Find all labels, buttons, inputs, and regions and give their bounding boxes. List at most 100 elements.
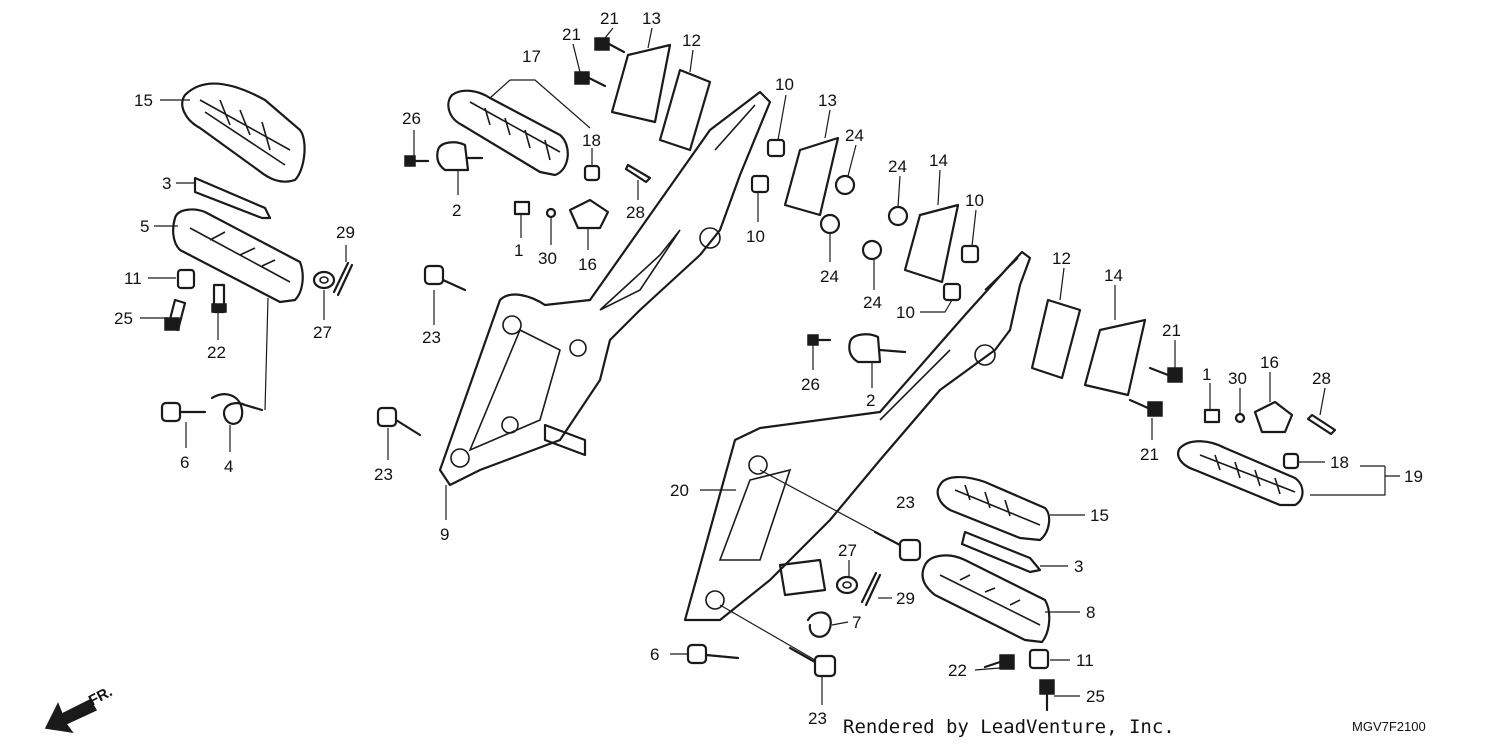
callout: 2 bbox=[452, 201, 461, 220]
collar-10-a bbox=[766, 138, 786, 158]
callout: 23 bbox=[374, 465, 393, 484]
collar-10-d bbox=[942, 282, 962, 302]
left-spring-4 bbox=[210, 297, 269, 425]
callout: 25 bbox=[114, 309, 133, 328]
right-collar-18 bbox=[1282, 452, 1300, 470]
right-footpeg-rubber-15 bbox=[936, 476, 1051, 542]
left-damper-12 bbox=[658, 68, 712, 152]
callout: 7 bbox=[852, 613, 861, 632]
callout: 10 bbox=[896, 303, 915, 322]
callout: 8 bbox=[1086, 603, 1095, 622]
callout: 2 bbox=[866, 391, 875, 410]
right-bolt-25 bbox=[1039, 679, 1055, 712]
callout: 3 bbox=[1074, 557, 1083, 576]
callout: 27 bbox=[313, 323, 332, 342]
callout: 14 bbox=[1104, 266, 1123, 285]
callout: 13 bbox=[642, 9, 661, 28]
callout: 18 bbox=[582, 131, 601, 150]
callout: 10 bbox=[775, 75, 794, 94]
callout: 10 bbox=[965, 191, 984, 210]
callout: 5 bbox=[140, 217, 149, 236]
callout: 26 bbox=[402, 109, 421, 128]
callout: 4 bbox=[224, 457, 233, 476]
callout: 1 bbox=[1202, 365, 1211, 384]
right-footpeg-8 bbox=[921, 554, 1051, 644]
right-footpeg-plate-3 bbox=[960, 530, 1042, 574]
left-bolt-25 bbox=[164, 298, 187, 332]
left-washer-27 bbox=[312, 270, 336, 290]
nut-24-d bbox=[861, 239, 883, 261]
right-spring-7 bbox=[806, 611, 832, 638]
right-bolt-21a bbox=[1148, 366, 1183, 383]
collar-10-b bbox=[750, 174, 770, 194]
right-cotter-pin-29 bbox=[860, 571, 882, 607]
left-footpeg-plate-3 bbox=[193, 176, 272, 220]
right-bolt-21b bbox=[1128, 398, 1163, 417]
callout: 17 bbox=[522, 47, 541, 66]
callout: 24 bbox=[820, 267, 839, 286]
callout: 23 bbox=[422, 328, 441, 347]
right-pin-28 bbox=[1306, 413, 1337, 436]
callout: 6 bbox=[650, 645, 659, 664]
callout: 15 bbox=[134, 91, 153, 110]
left-footpeg-5 bbox=[172, 208, 304, 304]
right-bolt-23 bbox=[788, 646, 837, 678]
left-footpeg-rubber-15 bbox=[181, 82, 306, 183]
right-detent-plate-16 bbox=[1253, 400, 1294, 434]
callout: 24 bbox=[845, 126, 864, 145]
left-plate-13 bbox=[610, 43, 672, 124]
left-pin-28 bbox=[624, 163, 652, 184]
callout: 25 bbox=[1086, 687, 1105, 706]
right-bolt-23-top bbox=[873, 530, 922, 562]
collar-10-c bbox=[960, 244, 980, 264]
left-pin-6 bbox=[160, 401, 207, 423]
callout: 14 bbox=[929, 151, 948, 170]
left-bracket-piece-2 bbox=[436, 141, 484, 172]
left-bolt-21b bbox=[574, 71, 607, 88]
left-cotter-pin-29 bbox=[332, 261, 354, 297]
callout: 22 bbox=[207, 343, 226, 362]
callout: 6 bbox=[180, 453, 189, 472]
callout: 16 bbox=[1260, 353, 1279, 372]
callout: 15 bbox=[1090, 506, 1109, 525]
callout: 29 bbox=[896, 589, 915, 608]
callout: 30 bbox=[538, 249, 557, 268]
callout: 23 bbox=[808, 709, 827, 728]
callout: 12 bbox=[682, 31, 701, 50]
right-bracket-piece-2 bbox=[848, 333, 907, 364]
callout: 13 bbox=[818, 91, 837, 110]
callout: 9 bbox=[440, 525, 449, 544]
middle-plate-13 bbox=[783, 136, 840, 217]
nut-24-a bbox=[834, 174, 856, 196]
callout: 21 bbox=[1140, 445, 1159, 464]
callout: 26 bbox=[801, 375, 820, 394]
left-bolt-21a bbox=[594, 37, 626, 54]
callout: 19 bbox=[1404, 467, 1423, 486]
callout: 24 bbox=[888, 157, 907, 176]
middle-plate-14 bbox=[903, 203, 960, 284]
callout: 18 bbox=[1330, 453, 1349, 472]
callout: 16 bbox=[578, 255, 597, 274]
callout: 21 bbox=[1162, 321, 1181, 340]
right-ball-30 bbox=[1234, 412, 1246, 424]
callout: 28 bbox=[626, 203, 645, 222]
callout: 23 bbox=[896, 493, 915, 512]
callout: 10 bbox=[746, 227, 765, 246]
left-ball-30 bbox=[545, 207, 557, 219]
callout: 20 bbox=[670, 481, 689, 500]
callout: 11 bbox=[1076, 651, 1094, 670]
right-plate-14 bbox=[1083, 318, 1147, 397]
callout: 24 bbox=[863, 293, 882, 312]
right-rear-footpeg-19 bbox=[1177, 440, 1304, 507]
leader-lines bbox=[140, 27, 1400, 705]
callout-labels: 15 3 5 11 25 22 27 29 6 4 26 2 17 18 21 … bbox=[114, 9, 1423, 728]
callout: 1 bbox=[514, 241, 523, 260]
callout: 21 bbox=[562, 25, 581, 44]
left-spring-1 bbox=[513, 200, 531, 216]
right-bolt-22 bbox=[983, 654, 1015, 670]
right-pin-6 bbox=[686, 643, 740, 665]
left-collar-18 bbox=[583, 164, 601, 182]
right-spring-1 bbox=[1203, 408, 1221, 424]
callout: 28 bbox=[1312, 369, 1331, 388]
